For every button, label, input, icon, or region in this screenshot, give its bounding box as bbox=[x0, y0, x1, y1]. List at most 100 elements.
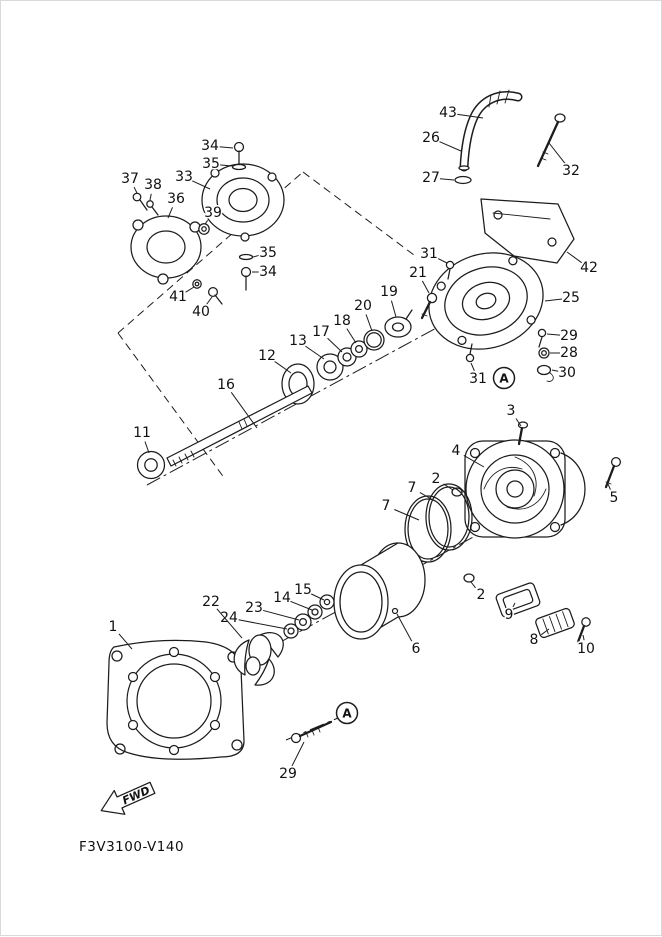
part-number-28: 28 bbox=[560, 345, 578, 361]
detail-marker-circle bbox=[492, 366, 516, 390]
part-number-33: 33 bbox=[175, 169, 193, 185]
part-number-30: 30 bbox=[558, 365, 576, 381]
part-number-15: 15 bbox=[294, 582, 312, 598]
part-number-34: 34 bbox=[201, 138, 219, 154]
leader-line bbox=[540, 628, 550, 636]
part-number-36: 36 bbox=[167, 191, 185, 207]
fwd-label: FWD bbox=[120, 784, 152, 808]
transom-plate-art bbox=[106, 639, 245, 760]
leader-line bbox=[191, 180, 211, 190]
part-number-37: 37 bbox=[121, 171, 139, 187]
leader-line bbox=[421, 280, 430, 294]
detail-marker-label: A bbox=[499, 372, 509, 386]
impeller-washers-art bbox=[283, 594, 335, 639]
part-number-26: 26 bbox=[422, 130, 440, 146]
part-number-17: 17 bbox=[312, 324, 330, 340]
leader-line bbox=[544, 298, 563, 302]
leader-line bbox=[305, 345, 325, 360]
leader-line bbox=[470, 581, 476, 589]
part-number-21: 21 bbox=[409, 265, 427, 281]
leader-line bbox=[230, 392, 258, 429]
part-number-32: 32 bbox=[562, 163, 580, 179]
part-number-27: 27 bbox=[422, 170, 440, 186]
leader-line bbox=[149, 193, 152, 201]
leader-line bbox=[566, 251, 583, 264]
leader-line bbox=[456, 113, 484, 119]
part-number-29: 29 bbox=[560, 328, 578, 344]
impeller-art bbox=[233, 632, 284, 686]
leader-line bbox=[327, 337, 343, 353]
part-number-34: 34 bbox=[259, 264, 277, 280]
leader-line bbox=[463, 455, 485, 468]
mount-bracket-art bbox=[480, 198, 575, 264]
part-number-10: 10 bbox=[577, 641, 595, 657]
part-number-31: 31 bbox=[420, 246, 438, 262]
leader-line bbox=[219, 164, 233, 167]
leader-line bbox=[144, 441, 150, 454]
leader-line bbox=[291, 741, 305, 767]
leader-line bbox=[394, 509, 420, 521]
fwd-arrow: FWD bbox=[100, 781, 156, 815]
leader-line bbox=[512, 602, 516, 608]
part-number-14: 14 bbox=[273, 590, 291, 606]
cooling-hose-art bbox=[454, 89, 523, 185]
long-bolt-art bbox=[536, 113, 566, 168]
part-number-22: 22 bbox=[202, 594, 220, 610]
leader-line bbox=[365, 314, 373, 332]
leader-line bbox=[262, 609, 300, 621]
part-number-24: 24 bbox=[220, 610, 238, 626]
diagram-code: F3V3100-V140 bbox=[79, 839, 184, 855]
leader-line bbox=[396, 613, 413, 642]
leader-line bbox=[548, 142, 566, 165]
leader-line bbox=[133, 186, 138, 194]
upper-hardware-art bbox=[132, 141, 254, 305]
part-number-8: 8 bbox=[530, 632, 539, 648]
volute-housing-art bbox=[464, 439, 586, 539]
leader-line bbox=[419, 492, 434, 501]
leader-line bbox=[436, 257, 448, 264]
leader-line bbox=[118, 633, 133, 650]
detail-marker-label: A bbox=[342, 707, 352, 721]
part-number-2: 2 bbox=[432, 471, 441, 487]
leader-line bbox=[205, 296, 213, 306]
part-number-41: 41 bbox=[169, 289, 187, 305]
part-number-42: 42 bbox=[580, 260, 598, 276]
pump-small-hardware-art bbox=[445, 260, 554, 382]
part-number-12: 12 bbox=[258, 348, 276, 364]
shaft-parts-chain-art bbox=[281, 292, 438, 405]
leader-line bbox=[185, 286, 195, 293]
anode-art bbox=[535, 607, 575, 639]
leader-line bbox=[443, 483, 454, 491]
screw-10-art bbox=[576, 617, 591, 644]
part-number-16: 16 bbox=[217, 377, 235, 393]
part-number-1: 1 bbox=[109, 619, 118, 635]
part-number-20: 20 bbox=[354, 298, 372, 314]
part-number-31: 31 bbox=[469, 371, 487, 387]
leader-line bbox=[551, 369, 559, 372]
leader-line bbox=[290, 600, 313, 611]
leader-line bbox=[607, 483, 611, 490]
part-number-23: 23 bbox=[245, 600, 263, 616]
leader-line bbox=[470, 362, 475, 371]
leader-line bbox=[582, 634, 585, 641]
part-number-39: 39 bbox=[204, 205, 222, 221]
leader-line bbox=[439, 141, 462, 152]
part-number-43: 43 bbox=[439, 105, 457, 121]
leader-line bbox=[390, 300, 397, 318]
drive-shaft-art bbox=[136, 385, 313, 480]
leader-line bbox=[216, 608, 243, 639]
leader-line bbox=[167, 207, 173, 219]
leader-line bbox=[439, 178, 455, 181]
wear-ring-art bbox=[333, 542, 426, 640]
leader-line bbox=[274, 360, 292, 374]
leader-line bbox=[310, 593, 325, 601]
part-number-3: 3 bbox=[507, 403, 516, 419]
bottom-bolt-art bbox=[290, 720, 333, 744]
volute-hardware-art bbox=[451, 421, 622, 583]
plate-art bbox=[495, 582, 541, 618]
part-number-35: 35 bbox=[202, 156, 220, 172]
leader-line bbox=[218, 146, 234, 149]
